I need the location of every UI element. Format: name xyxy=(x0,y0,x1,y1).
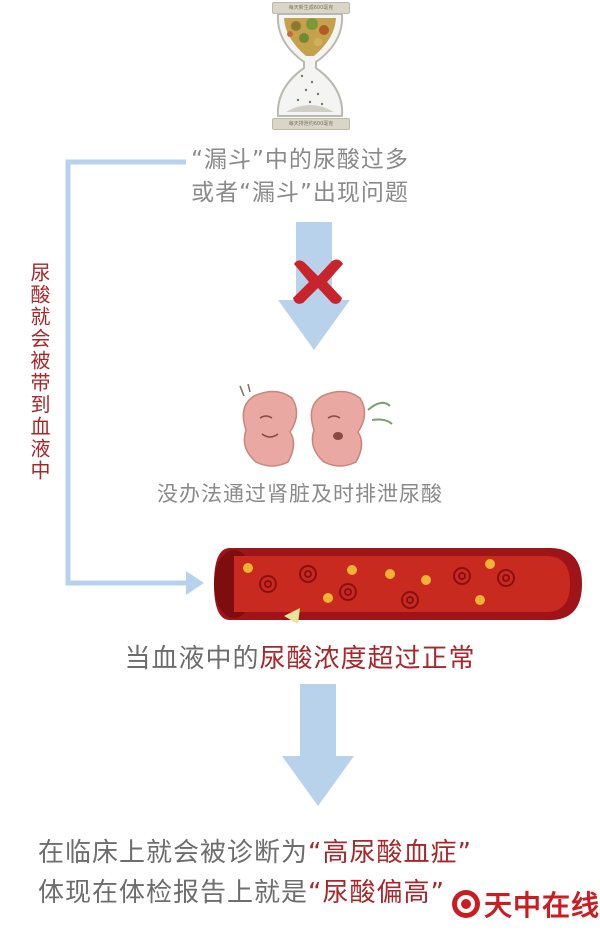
problem-line-1: “漏斗”中的尿酸过多 xyxy=(191,147,409,173)
diagnosis-line-2: 体现在体检报告上就是“尿酸偏高” xyxy=(38,872,445,909)
logo-emblem-icon xyxy=(452,890,480,918)
diagnosis-line-2-highlight: “尿酸偏高” xyxy=(308,878,445,908)
blood-sentence: 当血液中的尿酸浓度超过正常 xyxy=(0,638,600,675)
hourglass-illustration: 每天新生成600毫克 每天排泄约600毫克 xyxy=(262,0,358,130)
blood-highlight: 尿酸浓度超过正常 xyxy=(259,644,476,674)
diagnosis-line-1: 在临床上就会被诊断为“高尿酸血症” xyxy=(38,832,472,869)
hourglass-glass xyxy=(276,13,344,117)
blood-prefix: 当血液中的 xyxy=(124,644,260,674)
kidneys-illustration xyxy=(239,384,393,467)
diagnosis-line-1-prefix: 在临床上就会被诊断为 xyxy=(38,838,309,868)
kidney-left-icon xyxy=(239,384,298,467)
connector-arrowhead-icon xyxy=(186,571,204,595)
watermark-text: 天中在线 xyxy=(484,889,600,922)
down-arrow-icon xyxy=(282,684,354,806)
hourglass-bottom-label: 每天排泄约600毫克 xyxy=(272,118,350,130)
diagnosis-line-2-prefix: 体现在体检报告上就是 xyxy=(38,878,309,908)
blood-vessel-illustration xyxy=(214,548,582,624)
diagnosis-line-1-highlight: “高尿酸血症” xyxy=(308,838,472,868)
watermark-logo: 天中在线 xyxy=(448,878,600,928)
red-cross-icon xyxy=(293,259,343,304)
side-label: 尿酸就会被带到血液中 xyxy=(27,262,51,482)
kidney-caption: 没办法通过肾脏及时排泄尿酸 xyxy=(157,482,443,506)
problem-line-2: 或者“漏斗”出现问题 xyxy=(191,180,409,206)
kidney-right-icon xyxy=(310,390,393,467)
